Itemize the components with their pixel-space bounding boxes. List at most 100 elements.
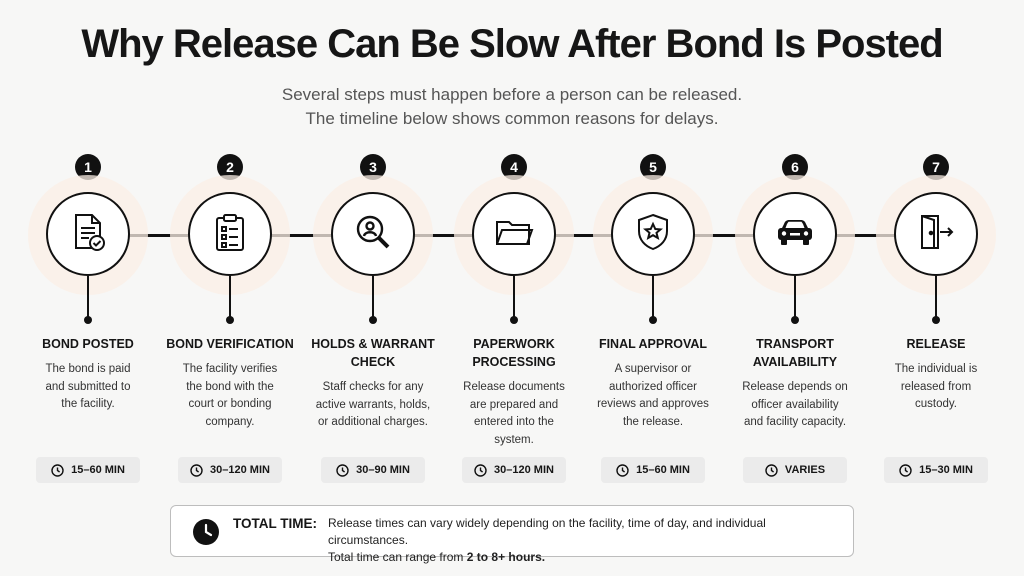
step-description: Release depends on officer availability an… bbox=[730, 379, 860, 432]
step-description: The bond is paid and submitted to the faci… bbox=[23, 361, 153, 414]
total-time-range: 2 to 8+ hours. bbox=[466, 550, 546, 564]
step-connector bbox=[87, 276, 89, 320]
step-description-line: officer availability bbox=[751, 398, 839, 411]
clipboard-checklist-icon bbox=[208, 210, 252, 259]
total-time-line-1: Release times can vary widely depending … bbox=[328, 516, 766, 547]
step-duration: 30–120 MIN bbox=[494, 464, 554, 476]
step-heading: TRANSPORT AVAILABILITY bbox=[722, 335, 868, 371]
step-heading: PAPERWORK PROCESSING bbox=[441, 335, 587, 371]
subtitle-line-2: The timeline below shows common reasons … bbox=[305, 109, 719, 128]
clock-icon bbox=[474, 463, 487, 477]
step-icon-circle bbox=[894, 192, 978, 276]
total-time-box: TOTAL TIME: Release times can vary widel… bbox=[170, 505, 854, 564]
step-icon-circle bbox=[611, 192, 695, 276]
total-time-label: TOTAL TIME: bbox=[233, 516, 317, 531]
step-icon-circle bbox=[753, 192, 837, 276]
total-time-line-2-prefix: Total time can range from bbox=[328, 550, 467, 564]
step-description-line: released from bbox=[900, 380, 972, 393]
step-heading-line-1: BOND VERIFICATION bbox=[166, 337, 294, 351]
step-description-line: system. bbox=[494, 433, 534, 446]
step-heading: FINAL APPROVAL bbox=[580, 335, 726, 353]
step-description-line: entered into the bbox=[474, 416, 554, 428]
clock-icon bbox=[193, 519, 219, 545]
step-description-line: company. bbox=[205, 415, 255, 428]
step-heading: BOND POSTED bbox=[15, 335, 161, 353]
step-description-line: Release depends on bbox=[742, 381, 848, 393]
shield-star-icon bbox=[631, 210, 675, 259]
step-connector-dot bbox=[84, 316, 92, 324]
step-description-line: The individual is bbox=[894, 363, 978, 375]
step-heading-line-2: PROCESSING bbox=[472, 355, 556, 369]
car-icon bbox=[773, 210, 817, 259]
clock-icon bbox=[51, 463, 64, 477]
step-heading-line-1: HOLDS & WARRANT bbox=[311, 337, 435, 351]
subtitle-line-1: Several steps must happen before a perso… bbox=[281, 85, 743, 104]
step-description-line: the bond with the bbox=[186, 380, 274, 393]
step-description-line: authorized officer bbox=[608, 380, 697, 393]
step-description-line: are prepared and bbox=[469, 398, 559, 411]
step-duration-badge: 15–30 MIN bbox=[884, 457, 988, 483]
step-description-line: A supervisor or bbox=[614, 363, 692, 375]
step-duration-badge: VARIES bbox=[743, 457, 847, 483]
step-description-line: and facility capacity. bbox=[743, 416, 847, 428]
step-description-line: The bond is paid bbox=[45, 363, 131, 375]
step-description-line: The facility verifies bbox=[182, 363, 278, 375]
step-connector-dot bbox=[932, 316, 940, 324]
step-connector bbox=[652, 276, 654, 320]
magnifier-person-icon bbox=[351, 210, 395, 259]
clock-icon bbox=[336, 463, 349, 477]
step-description-line: and submitted to bbox=[45, 380, 131, 393]
step-connector-dot bbox=[510, 316, 518, 324]
clock-icon bbox=[616, 463, 629, 477]
step-connector bbox=[229, 276, 231, 320]
step-heading-line-1: FINAL APPROVAL bbox=[598, 337, 708, 351]
step-duration: 15–30 MIN bbox=[919, 464, 973, 476]
step-icon-circle bbox=[46, 192, 130, 276]
step-connector-dot bbox=[791, 316, 799, 324]
step-duration: 15–60 MIN bbox=[71, 464, 125, 476]
clock-icon bbox=[899, 463, 912, 477]
step-description-line: court or bonding bbox=[188, 398, 272, 410]
step-duration-badge: 15–60 MIN bbox=[601, 457, 705, 483]
step-icon-circle bbox=[331, 192, 415, 276]
step-duration: VARIES bbox=[784, 464, 826, 476]
document-check-icon bbox=[66, 210, 110, 259]
step-heading-line-2: AVAILABILITY bbox=[752, 355, 838, 369]
total-time-text: Release times can vary widely depending … bbox=[328, 515, 848, 566]
step-heading-line-1: PAPERWORK bbox=[473, 337, 555, 351]
step-description-line: the facility. bbox=[61, 398, 115, 410]
step-heading-line-1: TRANSPORT bbox=[756, 337, 834, 351]
step-connector bbox=[794, 276, 796, 320]
step-connector-dot bbox=[369, 316, 377, 324]
step-description-line: reviews and approves bbox=[597, 398, 709, 410]
step-connector bbox=[372, 276, 374, 320]
step-description: The facility verifies the bond with the co… bbox=[165, 361, 295, 431]
exit-door-icon bbox=[914, 210, 958, 259]
page-title: Why Release Can Be Slow After Bond Is Po… bbox=[81, 22, 943, 66]
step-duration-badge: 15–60 MIN bbox=[36, 457, 140, 483]
step-duration-badge: 30–120 MIN bbox=[178, 457, 282, 483]
step-description: Release documents are prepared and entered… bbox=[449, 379, 579, 449]
step-connector-dot bbox=[649, 316, 657, 324]
step-duration: 15–60 MIN bbox=[636, 464, 690, 476]
step-description-line: custody. bbox=[915, 398, 957, 410]
step-heading-line-2: CHECK bbox=[350, 355, 396, 369]
step-heading: RELEASE bbox=[863, 335, 1009, 353]
clock-icon bbox=[765, 463, 778, 477]
step-duration-badge: 30–120 MIN bbox=[462, 457, 566, 483]
step-description-line: the release. bbox=[622, 415, 684, 428]
step-icon-circle bbox=[472, 192, 556, 276]
step-connector bbox=[513, 276, 515, 320]
step-heading-line-1: RELEASE bbox=[906, 337, 966, 351]
step-heading-line-1: BOND POSTED bbox=[42, 337, 134, 351]
total-time-line-2: Total time can range from 2 to 8+ hours. bbox=[328, 549, 848, 566]
step-description-line: Release documents bbox=[463, 381, 565, 393]
folder-icon bbox=[492, 210, 536, 259]
step-connector bbox=[935, 276, 937, 320]
step-duration: 30–120 MIN bbox=[210, 464, 270, 476]
step-duration: 30–90 MIN bbox=[356, 464, 410, 476]
step-heading: BOND VERIFICATION bbox=[157, 335, 303, 353]
step-description-line: Staff checks for any bbox=[322, 381, 424, 393]
step-heading: HOLDS & WARRANT CHECK bbox=[300, 335, 446, 371]
